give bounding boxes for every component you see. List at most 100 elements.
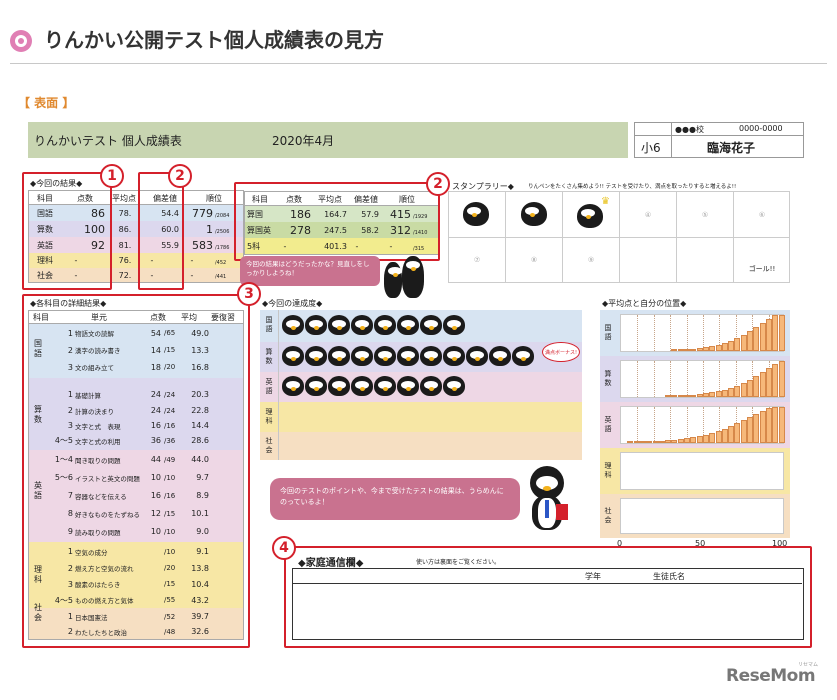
stamp-cell-8: ⑧ — [530, 256, 538, 264]
histogram-bar — [652, 441, 659, 443]
detail-unit: 文の組み立て — [75, 364, 114, 372]
report-header-band — [28, 122, 628, 158]
detail-max: /55 — [164, 596, 176, 604]
achievement-penguin-icon — [351, 346, 373, 366]
histogram-bar — [772, 315, 779, 351]
results-header-score: 点数 — [77, 193, 93, 203]
callout-box-4 — [284, 546, 812, 648]
histogram-grid-line — [637, 407, 639, 443]
result-rank: - — [190, 270, 194, 280]
histogram-grid-line — [735, 361, 737, 397]
histogram-bar — [702, 393, 709, 397]
crown-icon: ♛ — [601, 196, 610, 207]
result-dev: 60.0 — [161, 224, 179, 234]
detail-num: 3 — [67, 362, 73, 372]
bonus-text: 満点ボーナス! — [544, 349, 577, 356]
histogram-bar — [715, 391, 722, 397]
callout-box-1 — [22, 172, 112, 290]
achievement-penguin-icon — [420, 376, 442, 396]
stamp-cell-4: ④ — [644, 210, 652, 219]
histogram-kokugo — [620, 314, 785, 352]
histogram-bar — [684, 438, 690, 443]
histogram-grid-line — [752, 361, 754, 397]
detail-heading: ◆各科目の詳細結果◆ — [30, 299, 107, 308]
achievement-subject-label: 英語 — [265, 378, 273, 395]
histogram-bar — [684, 349, 690, 351]
histogram-bar — [747, 380, 753, 397]
result-total: /441 — [215, 274, 227, 280]
combined-subject: 5科 — [247, 241, 261, 251]
achievement-subject-label: 社会 — [265, 437, 273, 454]
watermark-small: リセマム — [798, 662, 819, 668]
combined-dev: 58.2 — [361, 225, 379, 235]
histogram-bar — [772, 407, 779, 443]
detail-score: 18 — [150, 362, 161, 372]
detail-avg: 39.7 — [191, 612, 209, 621]
result-total: /2506 — [215, 229, 230, 235]
result-score: - — [74, 256, 78, 265]
callout-box-2a — [138, 172, 184, 290]
watermark-logo: ReseMom — [726, 666, 816, 686]
detail-unit: イラストと英文の問題 — [75, 474, 140, 483]
histogram-bar — [627, 441, 634, 443]
detail-num: 7 — [67, 491, 73, 500]
detail-max: /10 — [164, 547, 176, 556]
detail-max: /15 — [164, 346, 176, 354]
detail-avg: 43.2 — [191, 595, 209, 605]
histogram-grid-line — [637, 315, 639, 351]
histogram-grid-line — [653, 315, 655, 351]
detail-header-subject: 科目 — [33, 313, 49, 322]
histogram-bar — [677, 395, 684, 397]
histogram-bar — [759, 372, 766, 397]
histogram-bar — [753, 327, 760, 351]
bonus-bubble: 満点ボーナス! — [542, 342, 580, 362]
detail-unit: ものの燃え方と気体 — [75, 597, 134, 605]
callout-badge-2a: 2 — [168, 164, 192, 188]
detail-unit: 計算の決まり — [75, 407, 114, 416]
section-label: 【 表面 】 — [18, 96, 75, 110]
speech-bubble-1: 今回の結果はどうだったかな？見直しをしっかりしようね！ — [240, 256, 380, 286]
detail-unit: 容器などを伝える — [75, 492, 127, 501]
detail-unit: 文字と式 表現 — [75, 422, 121, 431]
achievement-penguin-icon — [282, 376, 304, 396]
achievement-penguin-icon — [512, 346, 534, 366]
histogram-bar — [734, 338, 741, 351]
result-score: - — [74, 270, 78, 280]
histogram-bar — [671, 395, 678, 397]
results-header-avg: 平均点 — [112, 193, 136, 203]
detail-unit: わたしたちと政治 — [75, 628, 127, 637]
histogram-bar — [740, 335, 747, 351]
detail-header-review: 要復習 — [211, 313, 235, 322]
callout-box-3 — [22, 294, 250, 648]
detail-subject-label: 国語 — [34, 339, 42, 358]
achievement-penguin-icon — [489, 346, 511, 366]
detail-max: /15 — [164, 509, 176, 518]
histogram-bar — [633, 441, 640, 443]
detail-table: 科目 単元 点数 平均 要復習 国語 算数 英語 理科 社会 1 物語文の読解 … — [28, 310, 244, 640]
callout-badge-4: 4 — [272, 536, 296, 560]
report-date: 2020年4月 — [272, 134, 335, 148]
result-subject: 理科 — [37, 256, 53, 265]
family-box: 学年 生徒氏名 — [292, 568, 804, 640]
detail-avg: 20.3 — [191, 390, 209, 399]
achievement-row-4 — [260, 432, 582, 460]
detail-subject-label: 算数 — [34, 405, 42, 424]
detail-max: /24 — [164, 390, 176, 399]
result-rank: 583 — [192, 238, 213, 252]
stamp-penguin-icon — [521, 202, 547, 226]
histogram-bar — [671, 440, 678, 443]
detail-unit: 日本国憲法 — [75, 613, 108, 622]
histogram-bar — [753, 376, 760, 397]
detail-score: 36 — [150, 436, 161, 445]
histogram-bar — [646, 441, 653, 443]
speech-bubble-2-text: 今回のテストのポイントや、今まで受けたテストの結果は、うらめんにのっているよ！ — [280, 487, 504, 506]
student-name: 臨海花子 — [707, 141, 756, 155]
detail-max: /16 — [164, 421, 176, 430]
penguin-mascot-icon — [402, 256, 424, 298]
detail-score: 14 — [150, 345, 161, 355]
detail-score: 10 — [150, 473, 161, 482]
histogram-bar — [778, 315, 785, 351]
combined-subject: 算国英 — [247, 225, 271, 235]
detail-max: /49 — [164, 455, 176, 464]
detail-max: /10 — [164, 527, 176, 536]
